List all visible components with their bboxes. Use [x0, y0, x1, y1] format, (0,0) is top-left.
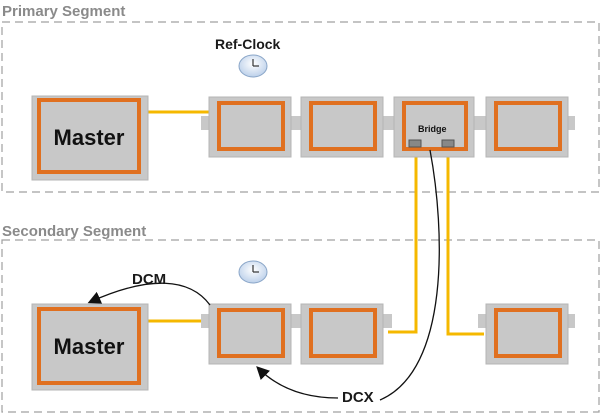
clock-icon [238, 260, 268, 284]
primary-master-label: Master [53, 125, 125, 150]
clock-icon [238, 54, 268, 78]
ref-clock-label: Ref-Clock [215, 36, 281, 52]
bridge-label: Bridge [418, 124, 447, 134]
secondary-master-label: Master [53, 334, 125, 359]
primary-bridge-device [385, 96, 482, 158]
dcm-label: DCM [132, 271, 167, 288]
dcm-arrow [87, 282, 211, 306]
dcx-label: DCX [342, 389, 374, 406]
ethernet-links [148, 110, 484, 336]
link-bridge-to-secondary-last [446, 148, 484, 336]
secondary-slave-2 [293, 303, 392, 365]
secondary-segment-title: Secondary Segment [2, 223, 147, 240]
primary-segment-box [1, 21, 600, 193]
primary-slave-2 [293, 96, 392, 158]
dcx-arrow [256, 366, 339, 399]
primary-slave-1 [201, 96, 300, 158]
primary-master-device [31, 95, 149, 181]
link-bridge-to-secondary [388, 148, 418, 334]
secondary-master-device [31, 303, 149, 391]
primary-slave-4 [478, 96, 575, 158]
dcx-cable-curve [379, 149, 440, 401]
secondary-slave-3 [478, 303, 575, 365]
secondary-segment-box [1, 239, 600, 413]
secondary-slave-1 [201, 303, 300, 365]
primary-segment-title: Primary Segment [2, 3, 126, 20]
